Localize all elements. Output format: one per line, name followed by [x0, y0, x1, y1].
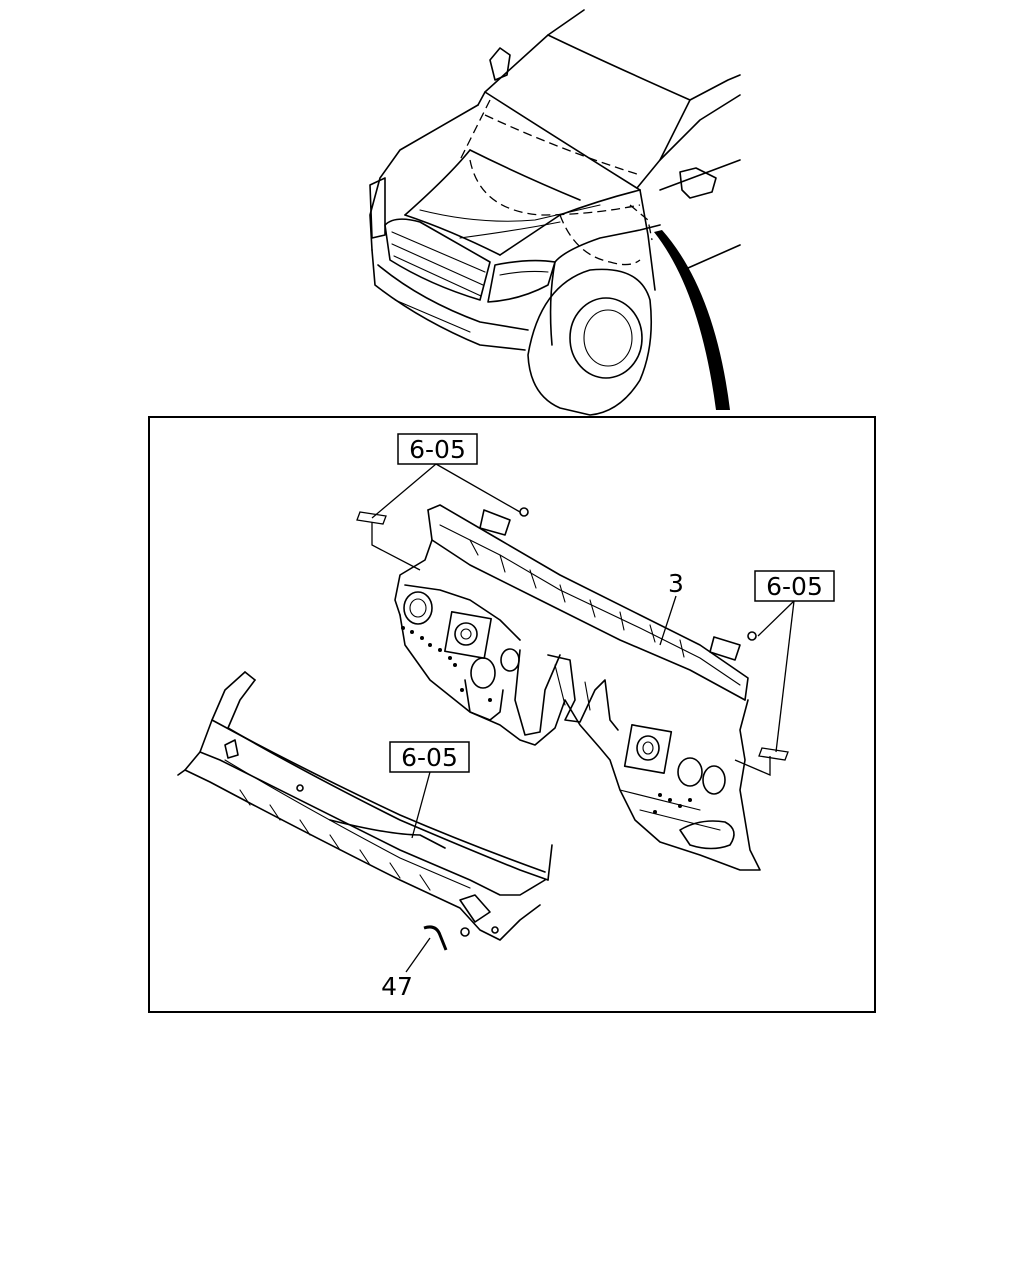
part-number-47: 47: [381, 972, 413, 1001]
ref-callout-top[interactable]: 6-05: [397, 433, 478, 465]
ref-callout-bottom[interactable]: 6-05: [389, 741, 470, 773]
ref-callout-right-label: 6-05: [766, 572, 823, 601]
hose-part: [423, 925, 448, 951]
vehicle-illustration: [369, 9, 741, 416]
ref-callout-bottom-label: 6-05: [401, 743, 458, 772]
dash-panel-part: [394, 504, 761, 871]
cowl-panel-part: [177, 671, 553, 941]
leader-lines: [356, 463, 795, 973]
ref-callout-right[interactable]: 6-05: [754, 570, 835, 602]
ref-callout-top-label: 6-05: [409, 435, 466, 464]
detail-frame: [148, 416, 876, 1013]
part-number-3: 3: [668, 569, 684, 598]
pointer-arrow: [654, 230, 730, 410]
